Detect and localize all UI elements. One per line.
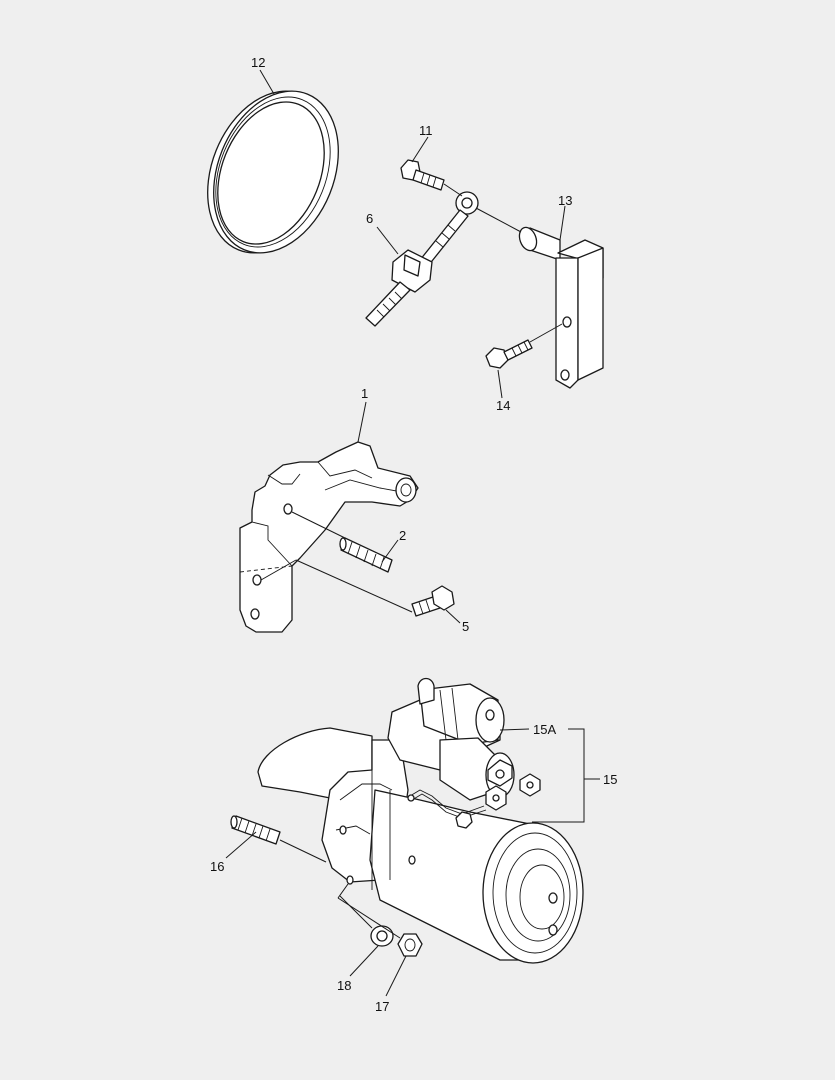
callout-17: 17: [375, 999, 389, 1014]
tensioner-rod-part: [365, 191, 479, 327]
bolt-11-part: [400, 159, 445, 191]
callout-13: 13: [558, 193, 572, 208]
stud-16-part: [230, 815, 281, 845]
leader-5: [445, 609, 461, 624]
callout-2: 2: [399, 528, 406, 543]
leader-12: [259, 69, 275, 95]
assembly-line: [260, 559, 297, 581]
leader-17: [385, 955, 407, 997]
leader-13: [559, 205, 566, 241]
mounting-bracket-part: [239, 441, 419, 633]
callout-1: 1: [361, 386, 368, 401]
assembly-line: [295, 559, 413, 613]
leader-18: [349, 945, 379, 977]
leader-14: [497, 369, 503, 399]
washer-18-part: [370, 925, 394, 947]
bracket-arm-part: [518, 226, 604, 389]
callout-16: 16: [210, 859, 224, 874]
callout-18: 18: [337, 978, 351, 993]
callout-11: 11: [419, 123, 433, 138]
assembly-line: [279, 839, 327, 863]
leader-1: [357, 401, 367, 443]
assembly-line: [337, 897, 401, 939]
bracket-15: [532, 728, 585, 823]
assembly-line: [529, 323, 563, 343]
nut-17-part: [397, 933, 423, 957]
leader-15a: [499, 728, 530, 731]
leader-2: [381, 539, 399, 563]
callout-5: 5: [462, 619, 469, 634]
assembly-line: [443, 183, 463, 197]
leader-16: [225, 831, 257, 859]
starter-motor-part: [257, 677, 584, 964]
leader-6: [376, 226, 399, 255]
callout-12: 12: [251, 55, 265, 70]
assembly-line: [475, 207, 522, 233]
bolt-14-part: [485, 339, 533, 369]
assembly-line: [339, 895, 373, 929]
bolt-5-part: [411, 585, 455, 617]
leader-11: [411, 136, 429, 163]
callout-6: 6: [366, 211, 373, 226]
stud-2-part: [339, 537, 393, 573]
callout-15a: 15A: [533, 722, 556, 737]
callout-14: 14: [496, 398, 510, 413]
callout-15: 15: [603, 772, 617, 787]
assembly-line: [337, 883, 349, 899]
assembly-line: [291, 511, 346, 539]
drive-belt-part: [207, 90, 339, 254]
